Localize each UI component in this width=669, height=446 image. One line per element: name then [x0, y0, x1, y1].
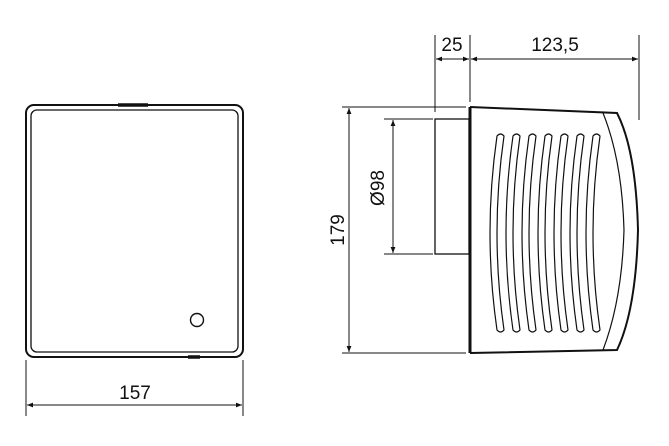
grille-slot — [553, 133, 569, 333]
grille-slot — [585, 133, 601, 333]
grille-slot — [569, 133, 585, 333]
height-label: 179 — [328, 214, 349, 246]
side-housing — [469, 106, 640, 354]
diameter-label: Ø98 — [368, 170, 389, 206]
grille-slot — [521, 133, 537, 333]
grille-slots — [489, 133, 601, 333]
grille-slot — [489, 133, 505, 333]
grille-slot — [505, 133, 521, 333]
grille-slot — [537, 133, 553, 333]
front-housing-outer — [25, 104, 244, 358]
width-label: 157 — [119, 383, 151, 404]
front-view — [25, 103, 244, 416]
duct-spigot — [434, 118, 470, 255]
duct-length-label: 25 — [441, 35, 462, 56]
indicator-light-icon — [189, 312, 205, 328]
front-cover-panel — [30, 109, 239, 353]
depth-label: 123,5 — [531, 35, 579, 56]
side-view — [342, 35, 640, 354]
front-cover-edge — [602, 112, 625, 351]
